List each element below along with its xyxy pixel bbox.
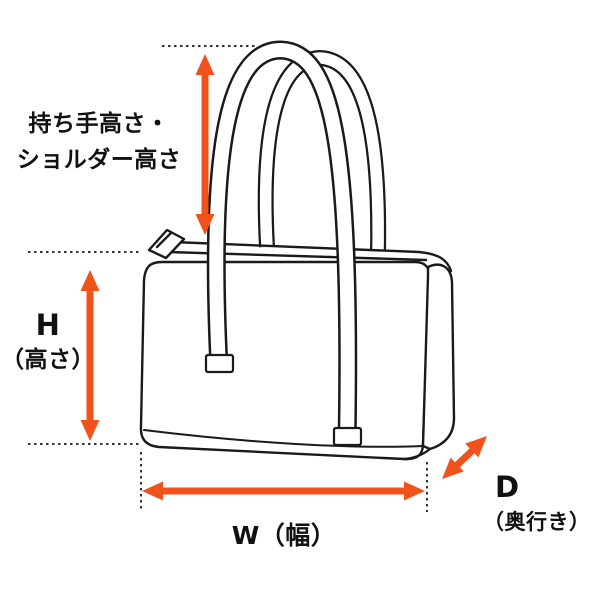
bag-handle-back [257, 50, 387, 252]
width-label: W（幅） [196, 518, 372, 554]
width-text: W（幅） [231, 521, 337, 550]
arrow-width [142, 481, 425, 501]
bag-line-drawing [139, 40, 456, 461]
bag-top-back-edge [170, 240, 453, 273]
height-letter: H [35, 308, 61, 342]
zipper-pull [147, 228, 186, 260]
depth-letter: D [495, 470, 520, 504]
handle-height-line2: ショルダー高さ [16, 147, 182, 173]
strap-end-right [332, 426, 363, 447]
depth-unit-text: （奥行き） [483, 510, 591, 534]
depth-label: D （奥行き） [483, 470, 599, 540]
zipper-pull-detail [155, 231, 173, 249]
bag-side-panel [421, 263, 456, 451]
dimension-arrows [80, 54, 487, 501]
handle-height-line1: 持ち手高さ・ [28, 111, 170, 137]
handle-height-label: 持ち手高さ・ ショルダー高さ [8, 106, 190, 178]
bag-front-panel [139, 260, 431, 461]
bag-handle-front [206, 40, 358, 446]
height-unit-text: （高さ） [1, 347, 95, 373]
arrow-handle-height [195, 54, 215, 235]
strap-end-left [204, 353, 235, 374]
height-label: H （高さ） [0, 308, 96, 378]
bag-bottom-seam [143, 429, 424, 448]
bag-zipper-line [166, 250, 428, 262]
bag-base-edge [402, 447, 432, 461]
guide-lines [28, 45, 428, 512]
arrow-height [80, 270, 100, 441]
arrow-depth [442, 436, 487, 479]
